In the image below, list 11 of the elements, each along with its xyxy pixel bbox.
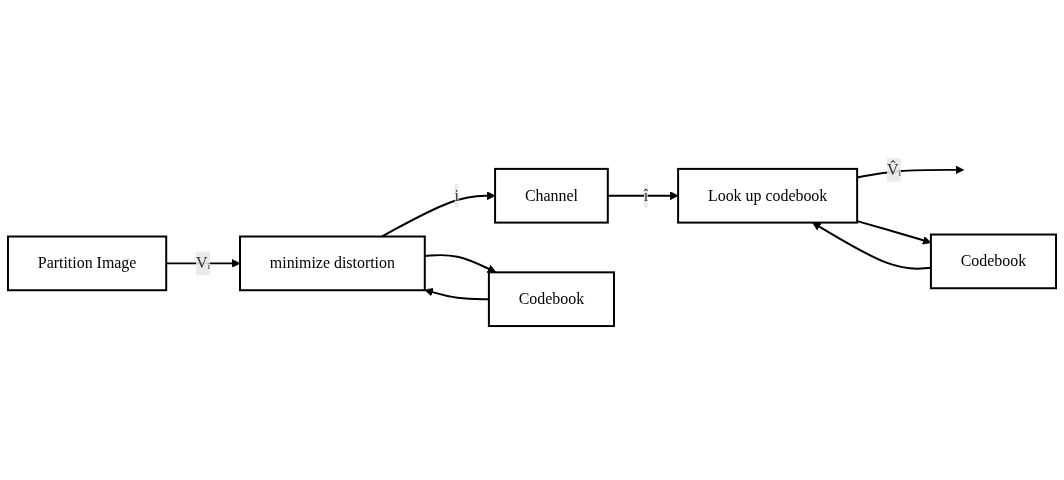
node-box: Channel xyxy=(494,167,609,224)
edge-label: î xyxy=(643,186,649,204)
edge-label: i xyxy=(454,186,460,204)
arrow xyxy=(380,190,496,237)
node-box: Codebook xyxy=(487,270,615,327)
node-box: Codebook xyxy=(929,233,1058,289)
edge-label: V̂ᵢ xyxy=(886,160,902,178)
edge-label: Vᵢ xyxy=(196,253,211,271)
node-box: Partition Image xyxy=(6,235,168,291)
node-box: minimize distortion xyxy=(239,235,426,291)
node-box: Look up codebook xyxy=(677,167,859,224)
